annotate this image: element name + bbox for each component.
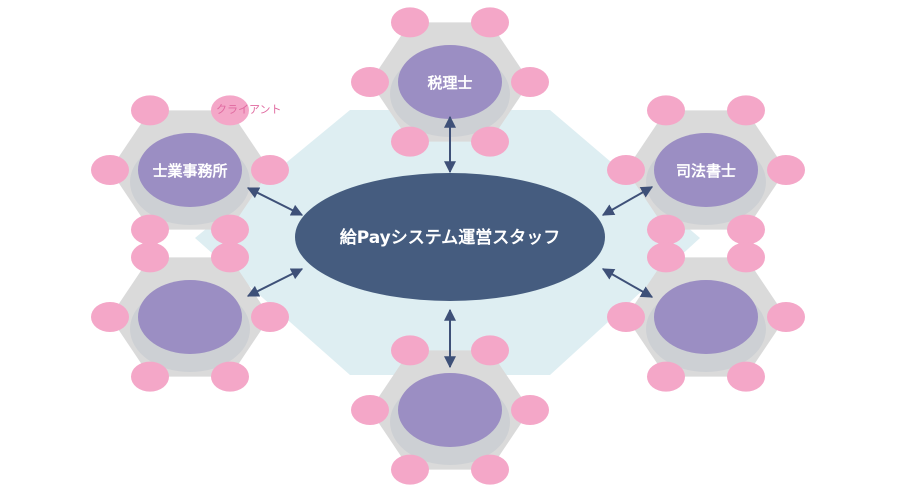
client-circle xyxy=(727,95,765,126)
node-bottom xyxy=(351,335,549,485)
client-circle xyxy=(767,155,805,185)
client-circle xyxy=(471,7,509,38)
arrow-bottom-right xyxy=(601,268,654,298)
client-circle xyxy=(511,395,549,425)
node-bottom-right xyxy=(607,242,805,392)
client-circle xyxy=(211,95,249,126)
client-circle xyxy=(767,302,805,332)
arrow-bottom-left xyxy=(246,268,304,297)
arrow-top-right xyxy=(601,186,654,216)
node-top-right: 司法書士 xyxy=(607,95,805,245)
client-circle xyxy=(251,155,289,185)
client-circle xyxy=(131,95,169,126)
client-circle xyxy=(391,335,429,366)
client-circle xyxy=(211,214,249,245)
client-circle xyxy=(91,302,129,332)
node-circle xyxy=(138,133,242,207)
node-top: 税理士 xyxy=(351,7,549,157)
node-label: 司法書士 xyxy=(676,162,736,180)
client-circle xyxy=(471,454,509,485)
node-circle xyxy=(398,45,502,119)
client-circle xyxy=(471,126,509,157)
client-circle xyxy=(251,302,289,332)
client-circle xyxy=(607,155,645,185)
node-circle xyxy=(138,280,242,354)
connector-arrows xyxy=(246,115,654,369)
center-label: 給Payシステム運営スタッフ xyxy=(340,227,561,248)
client-circle xyxy=(131,214,169,245)
client-circle xyxy=(647,242,685,273)
client-circle xyxy=(211,242,249,273)
client-circle xyxy=(351,395,389,425)
client-circle xyxy=(391,454,429,485)
client-circle xyxy=(91,155,129,185)
client-circle xyxy=(511,67,549,97)
client-circle xyxy=(727,242,765,273)
client-circle xyxy=(727,214,765,245)
node-label: 税理士 xyxy=(427,74,472,92)
node-bottom-left xyxy=(91,242,289,392)
client-circle xyxy=(211,361,249,392)
client-circle xyxy=(391,126,429,157)
client-circle xyxy=(131,242,169,273)
client-circle xyxy=(471,335,509,366)
center-ellipse xyxy=(295,173,605,301)
node-top-left: 士業事務所 xyxy=(91,95,289,245)
node-circle xyxy=(654,280,758,354)
client-circle xyxy=(391,7,429,38)
client-circle xyxy=(131,361,169,392)
client-circle xyxy=(647,95,685,126)
client-circle xyxy=(647,361,685,392)
client-label: クライアント xyxy=(216,103,282,116)
node-circle xyxy=(398,373,502,447)
client-circle xyxy=(607,302,645,332)
arrow-top-left xyxy=(246,187,304,216)
node-label: 士業事務所 xyxy=(152,162,227,180)
node-circle xyxy=(654,133,758,207)
client-circle xyxy=(351,67,389,97)
client-circle xyxy=(647,214,685,245)
client-circle xyxy=(727,361,765,392)
